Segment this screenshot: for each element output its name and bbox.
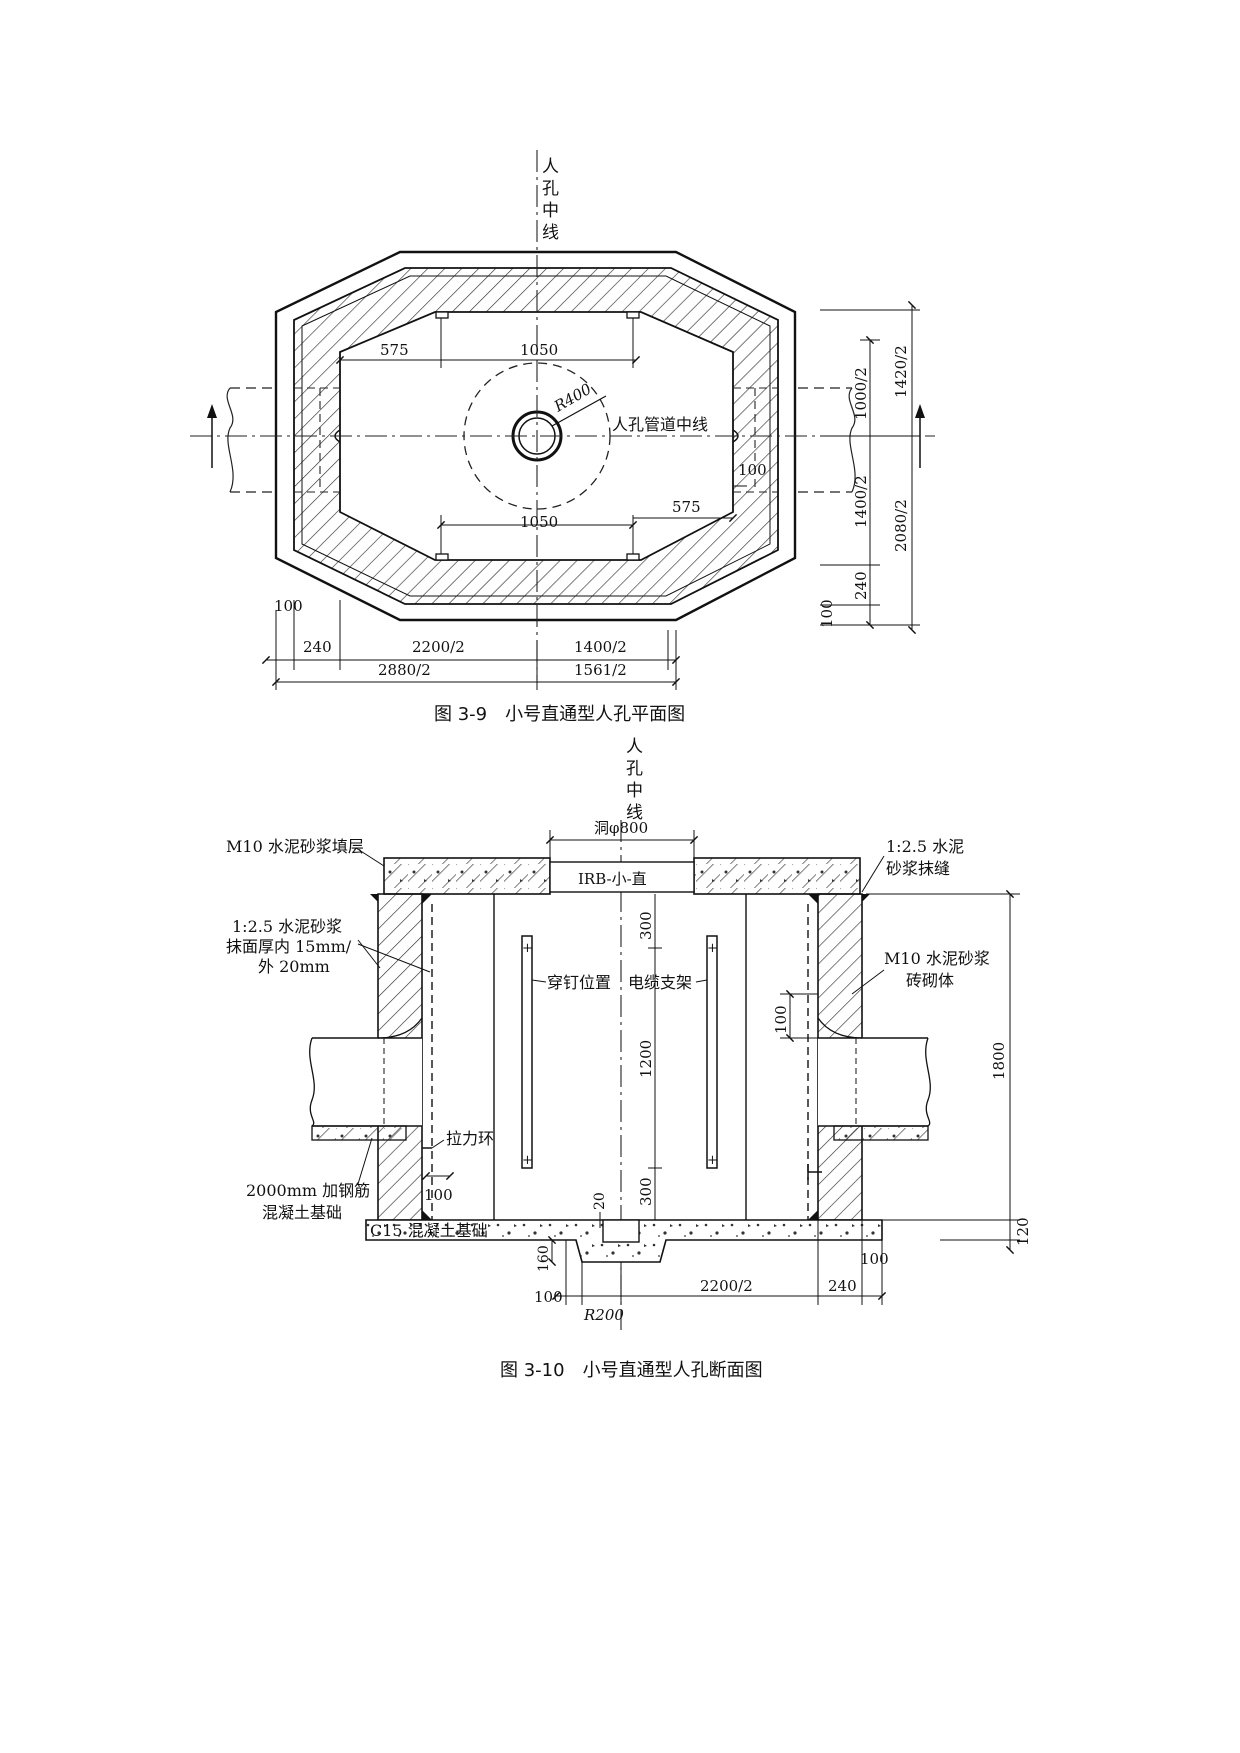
plan-dim-240-right: 240 bbox=[852, 571, 870, 600]
section-label-rebar-2: 混凝土基础 bbox=[262, 1203, 342, 1222]
section-right-dims bbox=[866, 889, 1020, 1255]
section-label-m10-fill: M10 水泥砂浆填层 bbox=[226, 837, 364, 856]
plan-wall-hatch bbox=[293, 267, 779, 605]
plan-dim-100-right: 100 bbox=[738, 461, 767, 479]
section-label-masonry-2: 砖砌体 bbox=[906, 971, 954, 990]
section-cable-bracket-left: ++ bbox=[521, 935, 533, 1169]
section-dim-2200-2: 2200/2 bbox=[700, 1277, 753, 1295]
svg-text:人: 人 bbox=[542, 157, 559, 177]
plan-dim-1400-2: 1400/2 bbox=[852, 475, 870, 528]
section-dim-120: 120 bbox=[1014, 1217, 1032, 1246]
plan-dim-240-bottom: 240 bbox=[303, 638, 332, 656]
plan-inner-dims bbox=[335, 318, 747, 554]
plan-dim-1050-bottom: 1050 bbox=[520, 513, 558, 531]
plan-dim-1561-2: 1561/2 bbox=[574, 661, 627, 679]
svg-text:线: 线 bbox=[626, 803, 643, 823]
section-dim-240: 240 bbox=[828, 1277, 857, 1295]
svg-text:中: 中 bbox=[626, 781, 643, 801]
plan-bottom-dims bbox=[261, 600, 681, 690]
svg-text:人: 人 bbox=[626, 737, 643, 757]
section-pipe-left bbox=[309, 1017, 423, 1141]
plan-flow-arrow-left bbox=[207, 404, 217, 468]
svg-text:+: + bbox=[707, 941, 718, 956]
section-label-plaster-2: 抹面厚内 15mm/ bbox=[226, 937, 352, 956]
section-dim-300-top: 300 bbox=[637, 911, 655, 940]
section-label-rebar-1: 2000mm 加钢筋 bbox=[246, 1181, 370, 1200]
section-sump bbox=[602, 1219, 640, 1243]
plan-pipe-centerline-label: 人孔管道中线 bbox=[612, 415, 708, 434]
plan-dim-2200-2: 2200/2 bbox=[412, 638, 465, 656]
plan-view: R400 人 孔 中 线 人孔管道中线 575 bbox=[190, 150, 935, 725]
plan-right-dims bbox=[820, 300, 920, 635]
plan-dim-1000-2: 1000/2 bbox=[852, 367, 870, 420]
plan-dim-100-bottom: 100 bbox=[274, 597, 303, 615]
section-label-masonry-1: M10 水泥砂浆 bbox=[884, 949, 990, 968]
section-label-joint-1: 1:2.5 水泥 bbox=[886, 837, 964, 856]
section-pull-ring-right bbox=[807, 1164, 822, 1180]
svg-text:线: 线 bbox=[542, 223, 559, 243]
plan-dim-100-right-bottom: 100 bbox=[818, 599, 836, 628]
section-opening-dim bbox=[545, 830, 699, 862]
section-cover bbox=[549, 861, 695, 893]
section-corner-fillets bbox=[370, 894, 870, 1220]
svg-text:+: + bbox=[522, 1153, 533, 1168]
section-pull-ring-label: 拉力环 bbox=[446, 1129, 494, 1148]
plan-dim-1050-top: 1050 bbox=[520, 341, 558, 359]
section-cover-label: IRB-小-直 bbox=[578, 870, 647, 888]
plan-centerline-label: 人 孔 中 线 bbox=[542, 157, 559, 243]
section-label-plaster-3: 外 20mm bbox=[258, 957, 330, 976]
svg-text:孔: 孔 bbox=[542, 179, 559, 199]
plan-dim-1400-2-bottom: 1400/2 bbox=[574, 638, 627, 656]
section-dim-100-ring: 100 bbox=[424, 1186, 453, 1204]
section-dim-160: 160 bbox=[536, 1245, 552, 1272]
section-roof-slab-right bbox=[693, 857, 861, 895]
plan-dim-2080-2: 2080/2 bbox=[892, 499, 910, 552]
section-centerline-label: 人 孔 中 线 bbox=[626, 737, 643, 823]
section-cable-bracket-right: ++ bbox=[706, 935, 718, 1169]
plan-dim-2880-2: 2880/2 bbox=[378, 661, 431, 679]
svg-text:中: 中 bbox=[542, 201, 559, 221]
section-bottom-dims bbox=[547, 1220, 887, 1305]
plan-pull-ring-right bbox=[732, 429, 739, 443]
plan-flow-arrow-right bbox=[915, 404, 925, 468]
plan-pipe-right-break bbox=[848, 387, 856, 493]
section-dim-1200: 1200 bbox=[637, 1040, 655, 1078]
section-label-joint-2: 砂浆抹缝 bbox=[886, 859, 950, 878]
section-dim-100-left: 100 bbox=[534, 1288, 563, 1306]
section-interior-lines bbox=[431, 894, 809, 1220]
section-opening-label: 洞φ800 bbox=[594, 819, 648, 837]
section-dim-20: 20 bbox=[592, 1192, 608, 1210]
plan-pipe-left-break bbox=[226, 387, 234, 493]
svg-text:孔: 孔 bbox=[626, 759, 643, 779]
plan-foundation-outline bbox=[274, 250, 797, 622]
section-interior-dims bbox=[648, 894, 818, 1224]
section-bracket-label: 电缆支架 bbox=[628, 973, 692, 992]
section-dim-r200: R200 bbox=[583, 1306, 624, 1324]
section-c15-label: C15 混凝土基础 bbox=[370, 1221, 488, 1240]
plan-caption: 图 3-9 小号直通型人孔平面图 bbox=[434, 704, 685, 725]
section-nail-label: 穿钉位置 bbox=[547, 973, 611, 992]
plan-dim-1420-2: 1420/2 bbox=[892, 345, 910, 398]
section-pipe-right bbox=[817, 1017, 931, 1141]
svg-text:+: + bbox=[707, 1153, 718, 1168]
section-view: 人 孔 中 线 洞φ800 IRB-小-直 bbox=[226, 737, 1032, 1381]
plan-dim-575-top: 575 bbox=[380, 341, 409, 359]
plan-pipe-through-wall bbox=[294, 387, 778, 493]
section-dim-100-v: 100 bbox=[772, 1005, 790, 1034]
section-dim-1800: 1800 bbox=[990, 1042, 1008, 1080]
section-label-plaster-1: 1:2.5 水泥砂浆 bbox=[232, 917, 342, 936]
section-roof-slab-left bbox=[383, 857, 551, 895]
svg-text:+: + bbox=[522, 941, 533, 956]
section-caption: 图 3-10 小号直通型人孔断面图 bbox=[500, 1360, 763, 1381]
section-dim-100-right: 100 bbox=[860, 1250, 889, 1268]
plan-dim-575-bottom: 575 bbox=[672, 498, 701, 516]
section-dim-300-bottom: 300 bbox=[637, 1177, 655, 1206]
